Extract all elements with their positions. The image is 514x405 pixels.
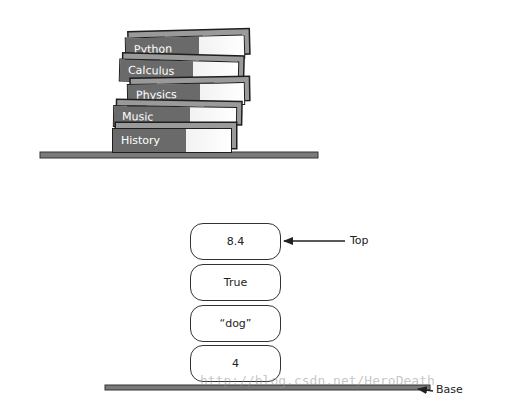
book: History [112, 128, 232, 153]
book: Music [113, 105, 237, 129]
stack-item: 8.4 [190, 223, 281, 260]
book-title: History [121, 134, 160, 147]
pointer-label: Top [350, 234, 369, 247]
top-pointer [284, 240, 345, 241]
book-title: Python [134, 42, 172, 56]
stack-value: 8.4 [227, 235, 245, 248]
book: Physics [127, 82, 245, 107]
book-title: Calculus [128, 64, 175, 78]
stack-value: True [224, 276, 247, 289]
pointer-label: Base [436, 383, 463, 396]
stack-value: 4 [232, 357, 239, 370]
stack-item: True [190, 264, 281, 301]
book-title: Physics [136, 88, 177, 102]
base-pointer [418, 389, 433, 391]
stack-item: “dog” [190, 305, 281, 342]
book: Python [125, 34, 246, 61]
book: Calculus [119, 58, 240, 84]
watermark: http://blog.csdn.net/HeroDeath [200, 373, 435, 388]
book-title: Music [122, 110, 154, 124]
stack-value: “dog” [219, 317, 251, 330]
